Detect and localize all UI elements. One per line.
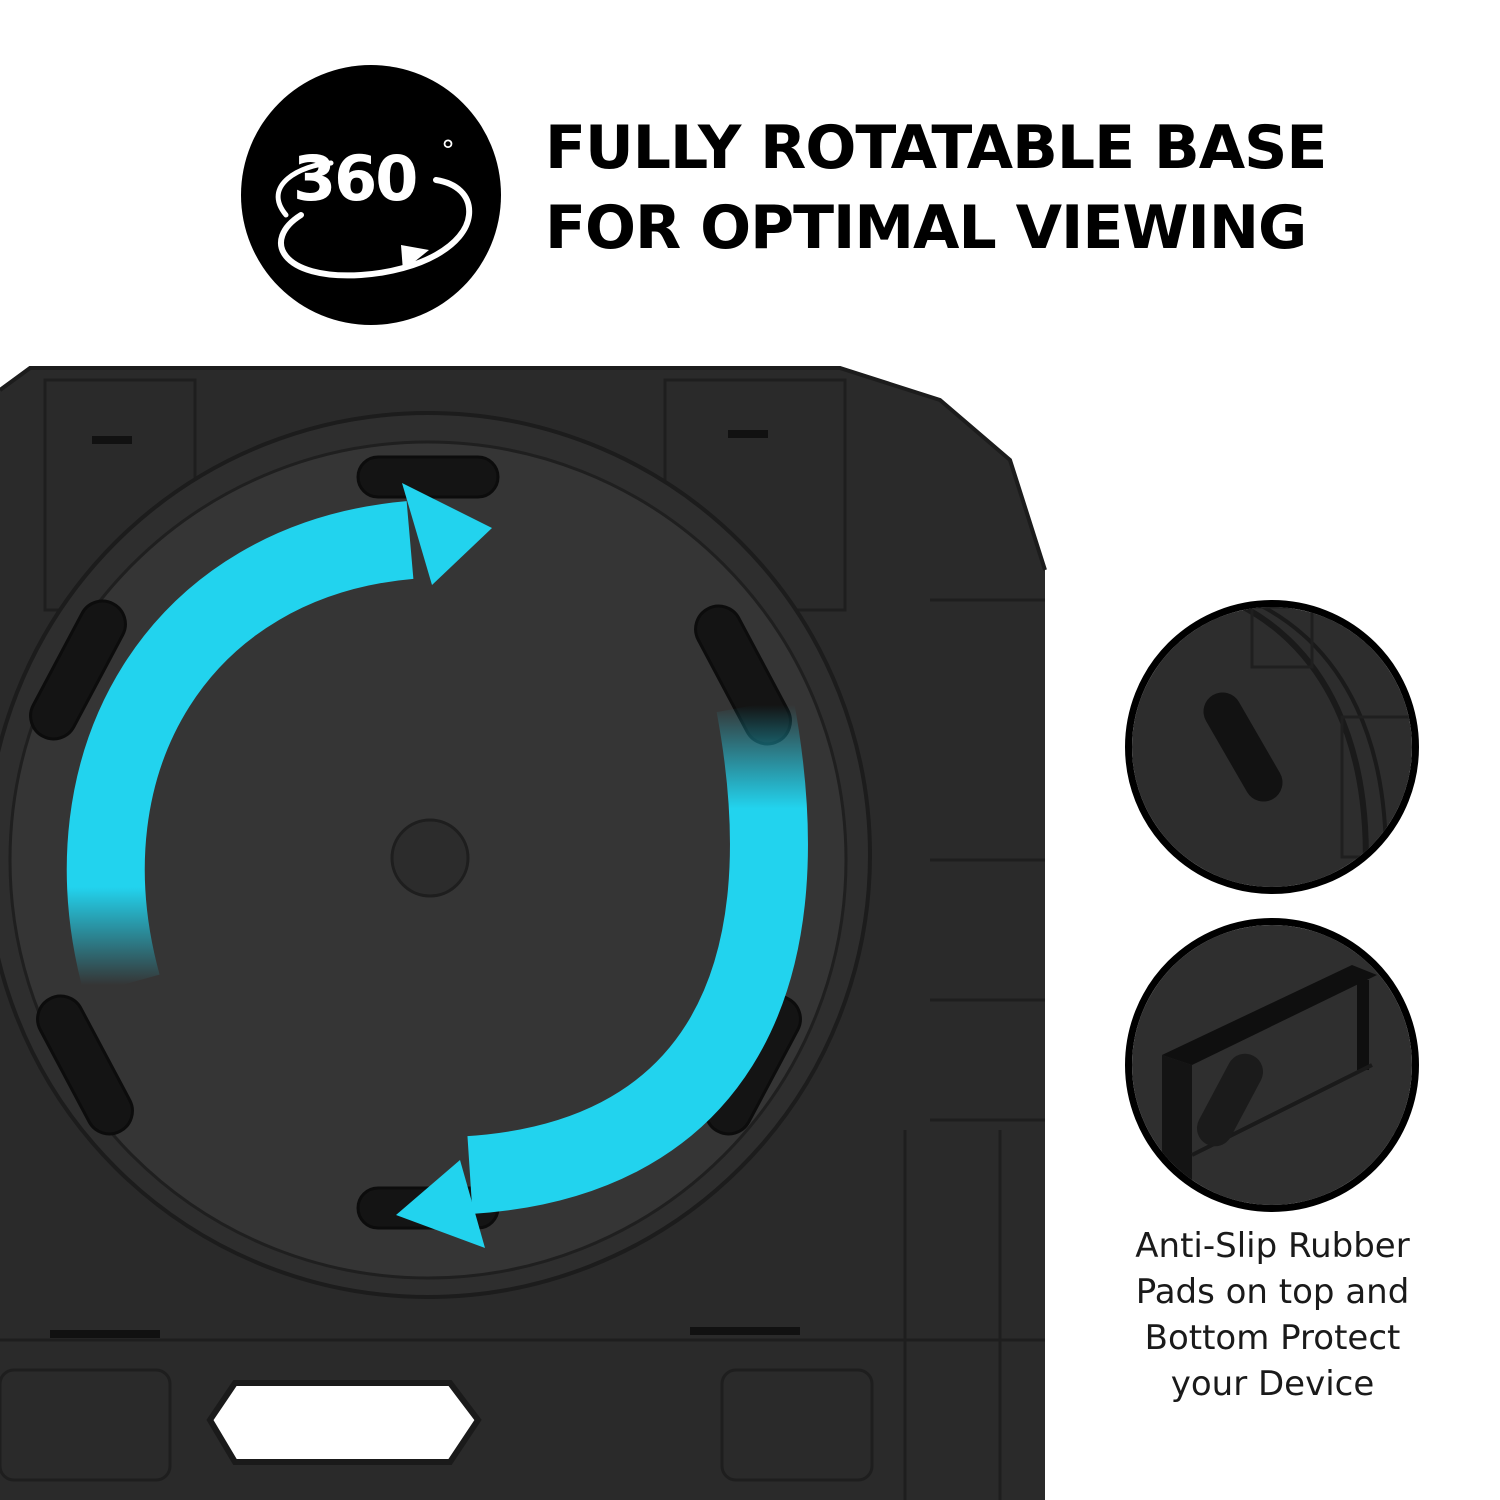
rotation-360-badge: 360 ° [241, 65, 501, 325]
badge-number: 360 [293, 142, 418, 215]
caption-line-4: your Device [1170, 1364, 1375, 1404]
headline-line-1: FULLY ROTATABLE BASE [545, 113, 1327, 183]
zoom-detail-pad-edge [1125, 600, 1419, 894]
rubber-pad-icon [1132, 607, 1412, 887]
anti-slip-caption: Anti-Slip Rubber Pads on top and Bottom … [1105, 1223, 1440, 1407]
caption-line-2: Pads on top and [1135, 1272, 1410, 1312]
headline-line-2: FOR OPTIMAL VIEWING [545, 193, 1307, 263]
caption-line-3: Bottom Protect [1144, 1318, 1401, 1358]
headline: FULLY ROTATABLE BASE FOR OPTIMAL VIEWING [545, 108, 1327, 268]
degree-symbol: ° [441, 134, 455, 167]
rubber-pad-icon [1132, 925, 1412, 1205]
rotation-arrow-icon [66, 483, 808, 1248]
caption-line-1: Anti-Slip Rubber [1135, 1226, 1410, 1266]
rotate-360-icon [275, 160, 473, 279]
zoom-detail-bottom-pad [1125, 918, 1419, 1212]
